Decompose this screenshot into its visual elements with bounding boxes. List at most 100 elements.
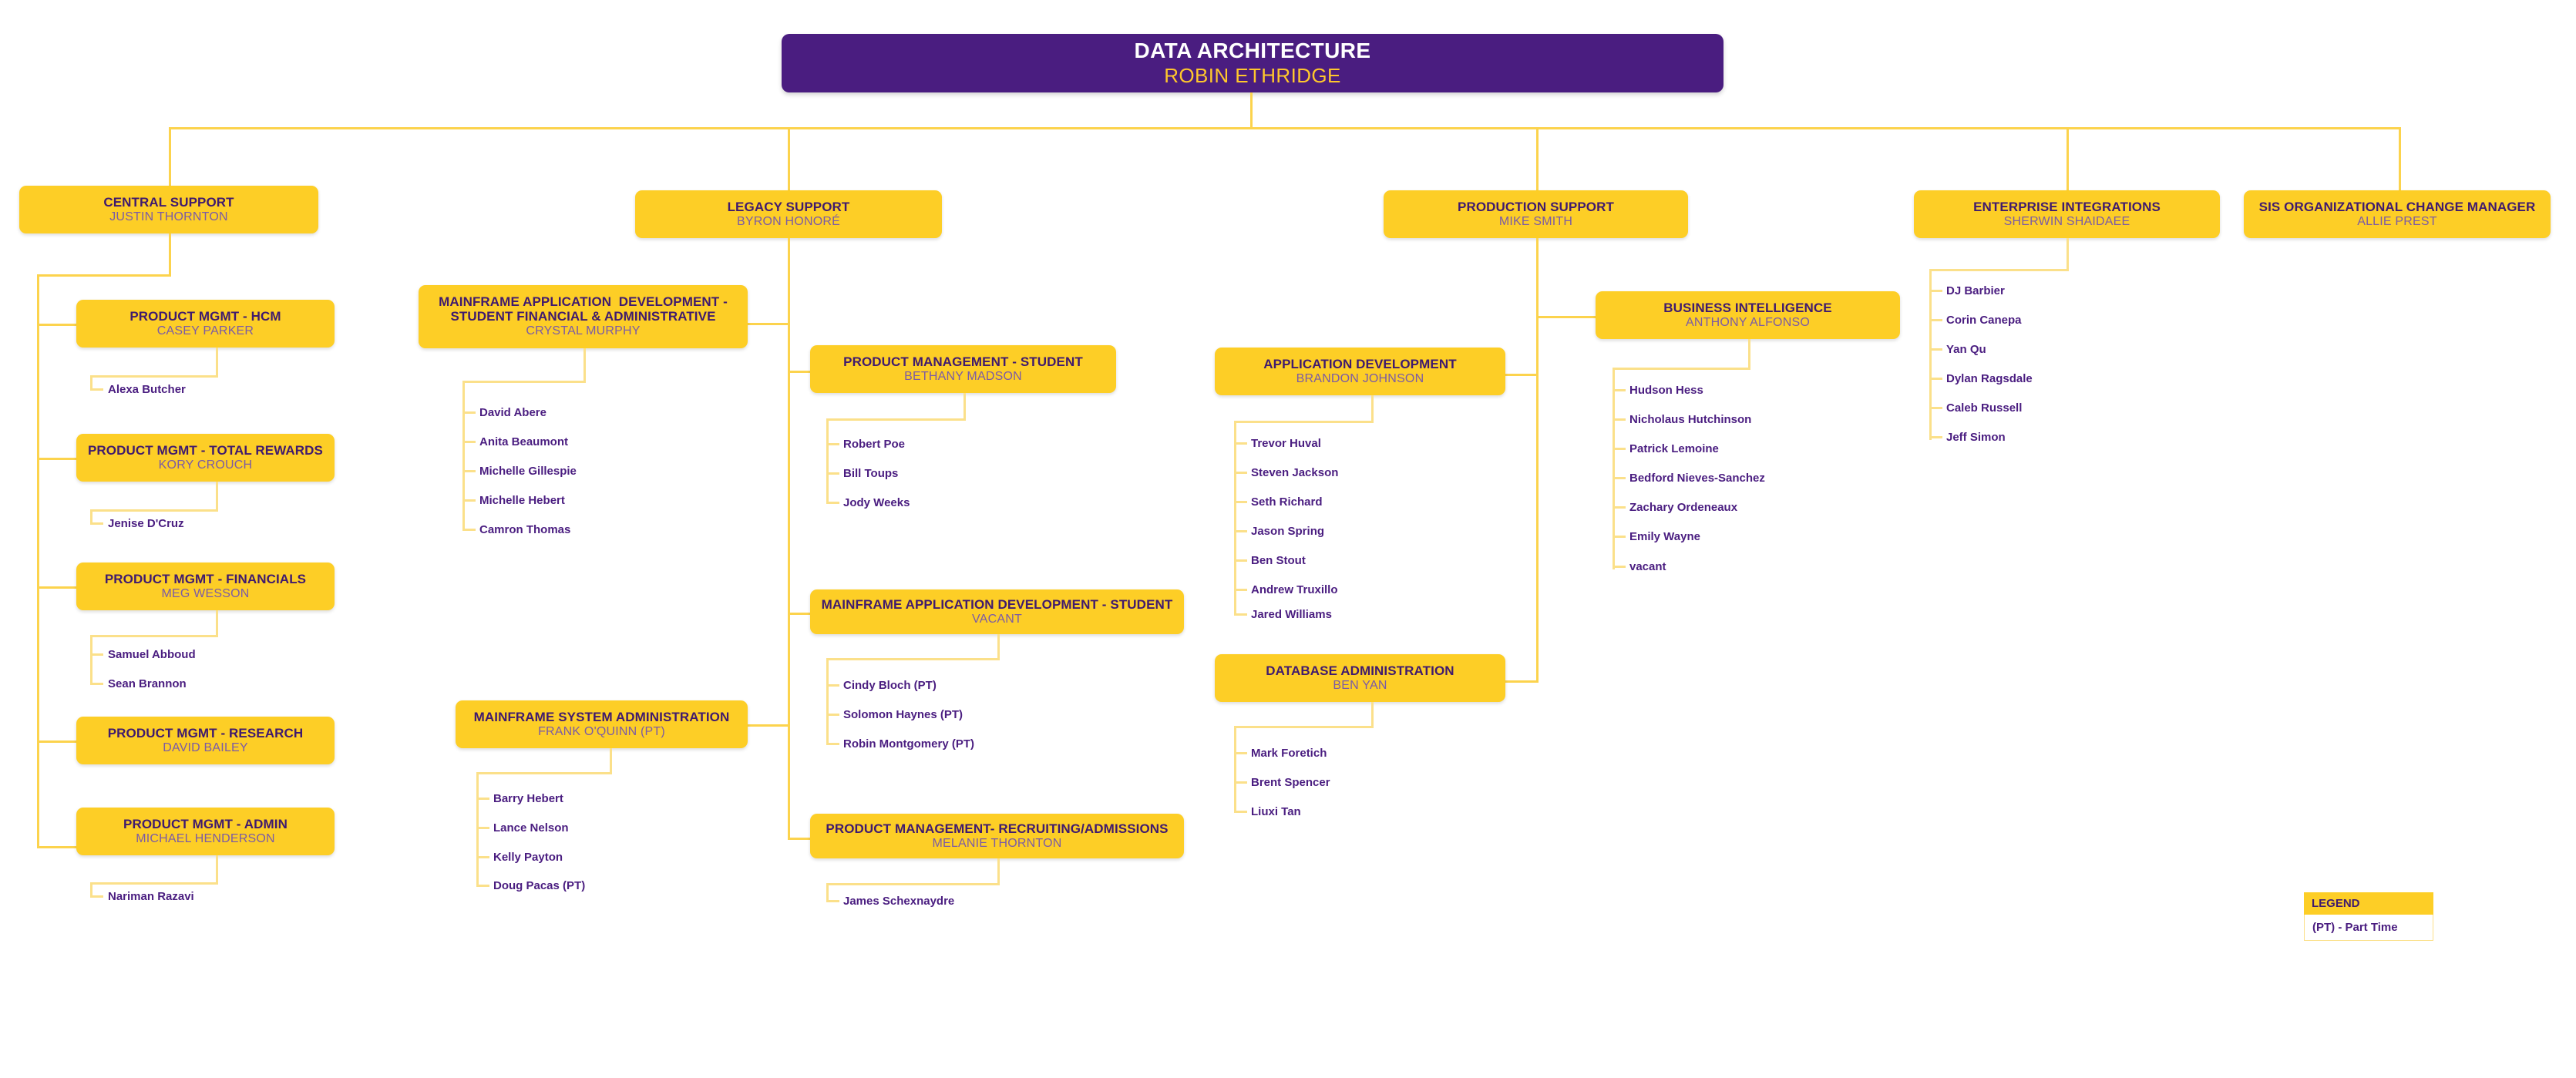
node-mainframe-app-dev-student[interactable]: MAINFRAME APPLICATION DEVELOPMENT - STUD… bbox=[810, 589, 1184, 634]
connector-ei-elbow bbox=[1929, 269, 2069, 271]
connector-bi-trunk bbox=[1613, 368, 1615, 569]
node-title: PRODUCT MANAGEMENT - STUDENT bbox=[843, 354, 1083, 369]
connector-dba-leaf-1 bbox=[1234, 781, 1247, 784]
node-title: PRODUCT MGMT - RESEARCH bbox=[107, 725, 304, 740]
connector-mfsfa-stem bbox=[583, 348, 586, 381]
connector-appdev-leaf-5 bbox=[1234, 589, 1247, 591]
connector-production-trunk bbox=[1536, 238, 1539, 680]
connector-hcm-trunk bbox=[90, 375, 92, 388]
node-business-intelligence[interactable]: BUSINESS INTELLIGENCE ANTHONY ALFONSO bbox=[1596, 291, 1900, 339]
connector-mfsfa-trunk bbox=[462, 381, 465, 529]
node-product-management-recruiting-admissions[interactable]: PRODUCT MANAGEMENT- RECRUITING/ADMISSION… bbox=[810, 814, 1184, 858]
node-product-mgmt-total-rewards[interactable]: PRODUCT MGMT - TOTAL REWARDS KORY CROUCH bbox=[76, 434, 335, 482]
connector-bi-leaf-2 bbox=[1613, 448, 1626, 450]
connector-drop-sis bbox=[2399, 127, 2401, 190]
staff-name: Seth Richard bbox=[1251, 495, 1323, 509]
connector-ei-leaf-3 bbox=[1929, 378, 1942, 380]
node-title: DATA ARCHITECTURE bbox=[1134, 39, 1371, 63]
node-person: ROBIN ETHRIDGE bbox=[1164, 63, 1341, 87]
staff-name: Jenise D'Cruz bbox=[108, 517, 184, 530]
staff-name: Trevor Huval bbox=[1251, 437, 1321, 450]
connector-fin-trunk bbox=[90, 635, 92, 683]
connector-pmra-leaf-0 bbox=[826, 900, 839, 902]
connector-dba-leaf-0 bbox=[1234, 752, 1247, 754]
connector-mfsfa-leaf-2 bbox=[462, 470, 476, 472]
staff-name: DJ Barbier bbox=[1946, 284, 2005, 297]
node-mainframe-app-dev-sfa[interactable]: MAINFRAME APPLICATION DEVELOPMENT - STUD… bbox=[419, 285, 748, 348]
node-title: PRODUCT MANAGEMENT- RECRUITING/ADMISSION… bbox=[826, 821, 1169, 836]
node-title: APPLICATION DEVELOPMENT bbox=[1263, 356, 1457, 371]
connector-admin-stem bbox=[216, 855, 218, 882]
node-database-administration[interactable]: DATABASE ADMINISTRATION BEN YAN bbox=[1215, 654, 1505, 702]
node-title: PRODUCT MGMT - HCM bbox=[129, 308, 281, 324]
node-mainframe-system-administration[interactable]: MAINFRAME SYSTEM ADMINISTRATION FRANK O'… bbox=[456, 700, 748, 748]
node-product-mgmt-research[interactable]: PRODUCT MGMT - RESEARCH DAVID BAILEY bbox=[76, 717, 335, 764]
connector-mfsa-stem bbox=[610, 748, 612, 772]
node-product-mgmt-hcm[interactable]: PRODUCT MGMT - HCM CASEY PARKER bbox=[76, 300, 335, 348]
connector-dba-trunk bbox=[1234, 726, 1236, 811]
node-application-development[interactable]: APPLICATION DEVELOPMENT BRANDON JOHNSON bbox=[1215, 348, 1505, 395]
staff-name: Michelle Hebert bbox=[479, 494, 565, 507]
node-title: SIS ORGANIZATIONAL CHANGE MANAGER bbox=[2258, 199, 2536, 214]
node-product-mgmt-admin[interactable]: PRODUCT MGMT - ADMIN MICHAEL HENDERSON bbox=[76, 808, 335, 855]
staff-name: Anita Beaumont bbox=[479, 435, 569, 448]
node-person: VACANT bbox=[972, 612, 1022, 626]
connector-branch-pm-recruiting bbox=[788, 838, 811, 840]
node-person: BRANDON JOHNSON bbox=[1296, 371, 1424, 385]
connector-appdev-trunk bbox=[1234, 421, 1236, 613]
staff-name: Nicholaus Hutchinson bbox=[1629, 413, 1752, 426]
connector-drop-production bbox=[1536, 127, 1539, 190]
node-data-architecture[interactable]: DATA ARCHITECTURE ROBIN ETHRIDGE bbox=[782, 34, 1723, 92]
connector-pms-leaf-0 bbox=[826, 443, 839, 445]
node-production-support[interactable]: PRODUCTION SUPPORT MIKE SMITH bbox=[1384, 190, 1688, 238]
node-title: PRODUCT MGMT - FINANCIALS bbox=[104, 571, 307, 586]
connector-mfsa-leaf-3 bbox=[476, 885, 489, 887]
node-person: MELANIE THORNTON bbox=[932, 836, 1062, 850]
connector-appdev-stem bbox=[1371, 395, 1374, 421]
staff-name: Cindy Bloch (PT) bbox=[843, 679, 937, 692]
node-central-support[interactable]: CENTRAL SUPPORT JUSTIN THORNTON bbox=[19, 186, 318, 233]
staff-name: Corin Canepa bbox=[1946, 314, 2022, 327]
staff-name: James Schexnaydre bbox=[843, 895, 955, 908]
node-person: ANTHONY ALFONSO bbox=[1686, 315, 1810, 329]
connector-bi-leaf-4 bbox=[1613, 506, 1626, 509]
connector-mfsa-leaf-2 bbox=[476, 856, 489, 858]
connector-dba-stem bbox=[1371, 702, 1374, 726]
connector-bi-leaf-6 bbox=[1613, 566, 1626, 568]
connector-mfsa-leaf-0 bbox=[476, 798, 489, 800]
node-legacy-support[interactable]: LEGACY SUPPORT BYRON HONORÉ bbox=[635, 190, 942, 238]
connector-appdev-leaf-1 bbox=[1234, 472, 1247, 474]
connector-appdev-leaf-6 bbox=[1234, 613, 1247, 616]
legend-entry-part-time: (PT) - Part Time bbox=[2304, 915, 2433, 941]
staff-name: Jared Williams bbox=[1251, 608, 1332, 621]
connector-appdev-leaf-2 bbox=[1234, 501, 1247, 503]
staff-name: Michelle Gillespie bbox=[479, 465, 577, 478]
connector-bi-elbow bbox=[1613, 368, 1750, 370]
connector-ei-leaf-0 bbox=[1929, 290, 1942, 292]
node-sis-organizational-change-manager[interactable]: SIS ORGANIZATIONAL CHANGE MANAGER ALLIE … bbox=[2244, 190, 2551, 238]
connector-branch-app-dev bbox=[1495, 374, 1539, 376]
connector-bi-leaf-5 bbox=[1613, 536, 1626, 538]
staff-name: Dylan Ragsdale bbox=[1946, 372, 2033, 385]
staff-name: Lance Nelson bbox=[493, 821, 569, 835]
connector-appdev-leaf-4 bbox=[1234, 559, 1247, 562]
connector-mfads-elbow bbox=[826, 658, 1000, 660]
node-person: MEG WESSON bbox=[161, 586, 250, 600]
node-person: ALLIE PREST bbox=[2357, 214, 2437, 228]
node-product-management-student[interactable]: PRODUCT MANAGEMENT - STUDENT BETHANY MAD… bbox=[810, 345, 1116, 393]
connector-pms-stem bbox=[963, 393, 966, 418]
connector-branch-mainframe-sfa bbox=[746, 323, 789, 325]
node-product-mgmt-financials[interactable]: PRODUCT MGMT - FINANCIALS MEG WESSON bbox=[76, 563, 335, 610]
connector-appdev-leaf-0 bbox=[1234, 442, 1247, 445]
staff-name: Jason Spring bbox=[1251, 525, 1325, 538]
connector-legacy-trunk bbox=[788, 238, 790, 838]
connector-central-trunk bbox=[37, 274, 39, 846]
staff-name: Doug Pacas (PT) bbox=[493, 879, 586, 892]
staff-name: Zachary Ordeneaux bbox=[1629, 501, 1738, 514]
connector-central-stem bbox=[169, 233, 171, 274]
connector-mfsa-leaf-1 bbox=[476, 827, 489, 829]
connector-branch-mainframe-sysadmin bbox=[746, 724, 789, 727]
node-enterprise-integrations[interactable]: ENTERPRISE INTEGRATIONS SHERWIN SHAIDAEE bbox=[1914, 190, 2220, 238]
node-person: BYRON HONORÉ bbox=[737, 214, 840, 228]
connector-fin-elbow bbox=[90, 635, 218, 637]
